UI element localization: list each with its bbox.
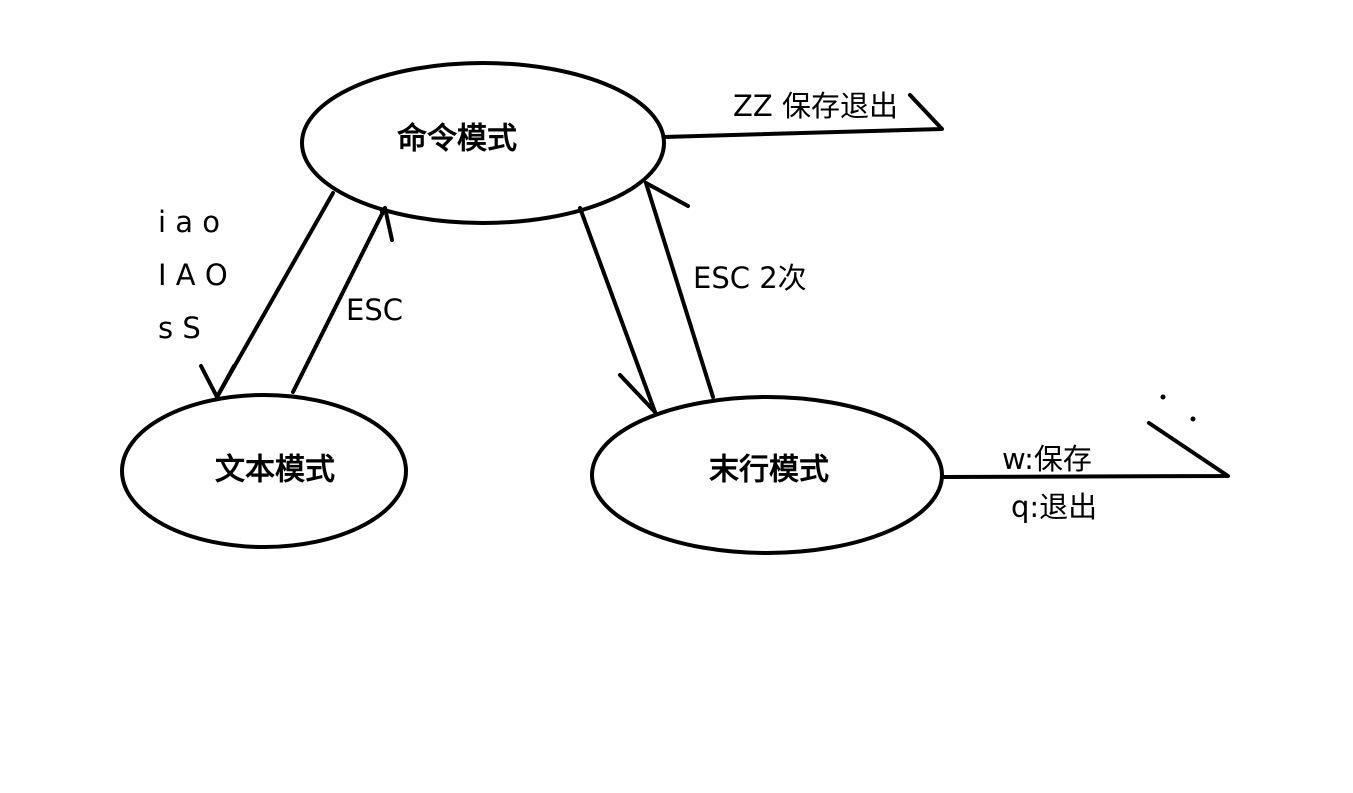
- edge-esc-label: ESC: [346, 293, 403, 327]
- edge-command-to-lastline-line: [578, 206, 657, 414]
- edge-zz-exit-label: ZZ 保存退出: [733, 89, 898, 123]
- edge-lastline-to-command: ESC 2次: [644, 181, 807, 399]
- arrowhead-icon: [618, 373, 657, 414]
- edge-zz-exit: ZZ 保存退出: [662, 89, 944, 139]
- edge-command-to-text-line: [215, 191, 335, 399]
- edge-esc-twice-label: ESC 2次: [693, 261, 807, 295]
- edge-lastline-to-command-line: [644, 181, 715, 399]
- node-lastline-mode: 末行模式: [590, 395, 944, 555]
- edge-command-to-text: [199, 191, 335, 399]
- arrowhead-icon: [644, 181, 690, 208]
- dot-icon: [1190, 416, 1196, 422]
- node-text-mode: 文本模式: [120, 393, 408, 549]
- insert-keys-line-2: I A O: [158, 258, 228, 292]
- edge-lastline-commands: w:保存 q:退出: [940, 394, 1230, 524]
- insert-keys-line-3: s S: [158, 311, 201, 345]
- dot-icon: [1160, 394, 1166, 400]
- arrowhead-icon: [380, 206, 394, 242]
- node-text-mode-ellipse: [120, 393, 408, 549]
- node-command-mode-ellipse: [300, 61, 666, 225]
- edge-zz-exit-line: [662, 93, 944, 139]
- edge-quit-label: q:退出: [1011, 490, 1097, 524]
- insert-keys-line-1: i a o: [158, 205, 220, 239]
- node-text-mode-label: 文本模式: [215, 453, 335, 488]
- node-lastline-mode-label: 末行模式: [709, 453, 829, 488]
- edge-command-to-lastline: [578, 206, 657, 414]
- node-command-mode-label: 命令模式: [397, 122, 517, 157]
- node-command-mode: 命令模式: [300, 61, 666, 225]
- edge-insert-keys-label: i a o I A O s S: [158, 205, 228, 345]
- edge-text-to-command-line: [291, 206, 387, 394]
- edge-text-to-command: ESC: [291, 206, 403, 394]
- arrowhead-icon: [199, 364, 236, 399]
- edge-lastline-commands-line: [940, 421, 1230, 479]
- edge-write-label: w:保存: [1002, 442, 1092, 476]
